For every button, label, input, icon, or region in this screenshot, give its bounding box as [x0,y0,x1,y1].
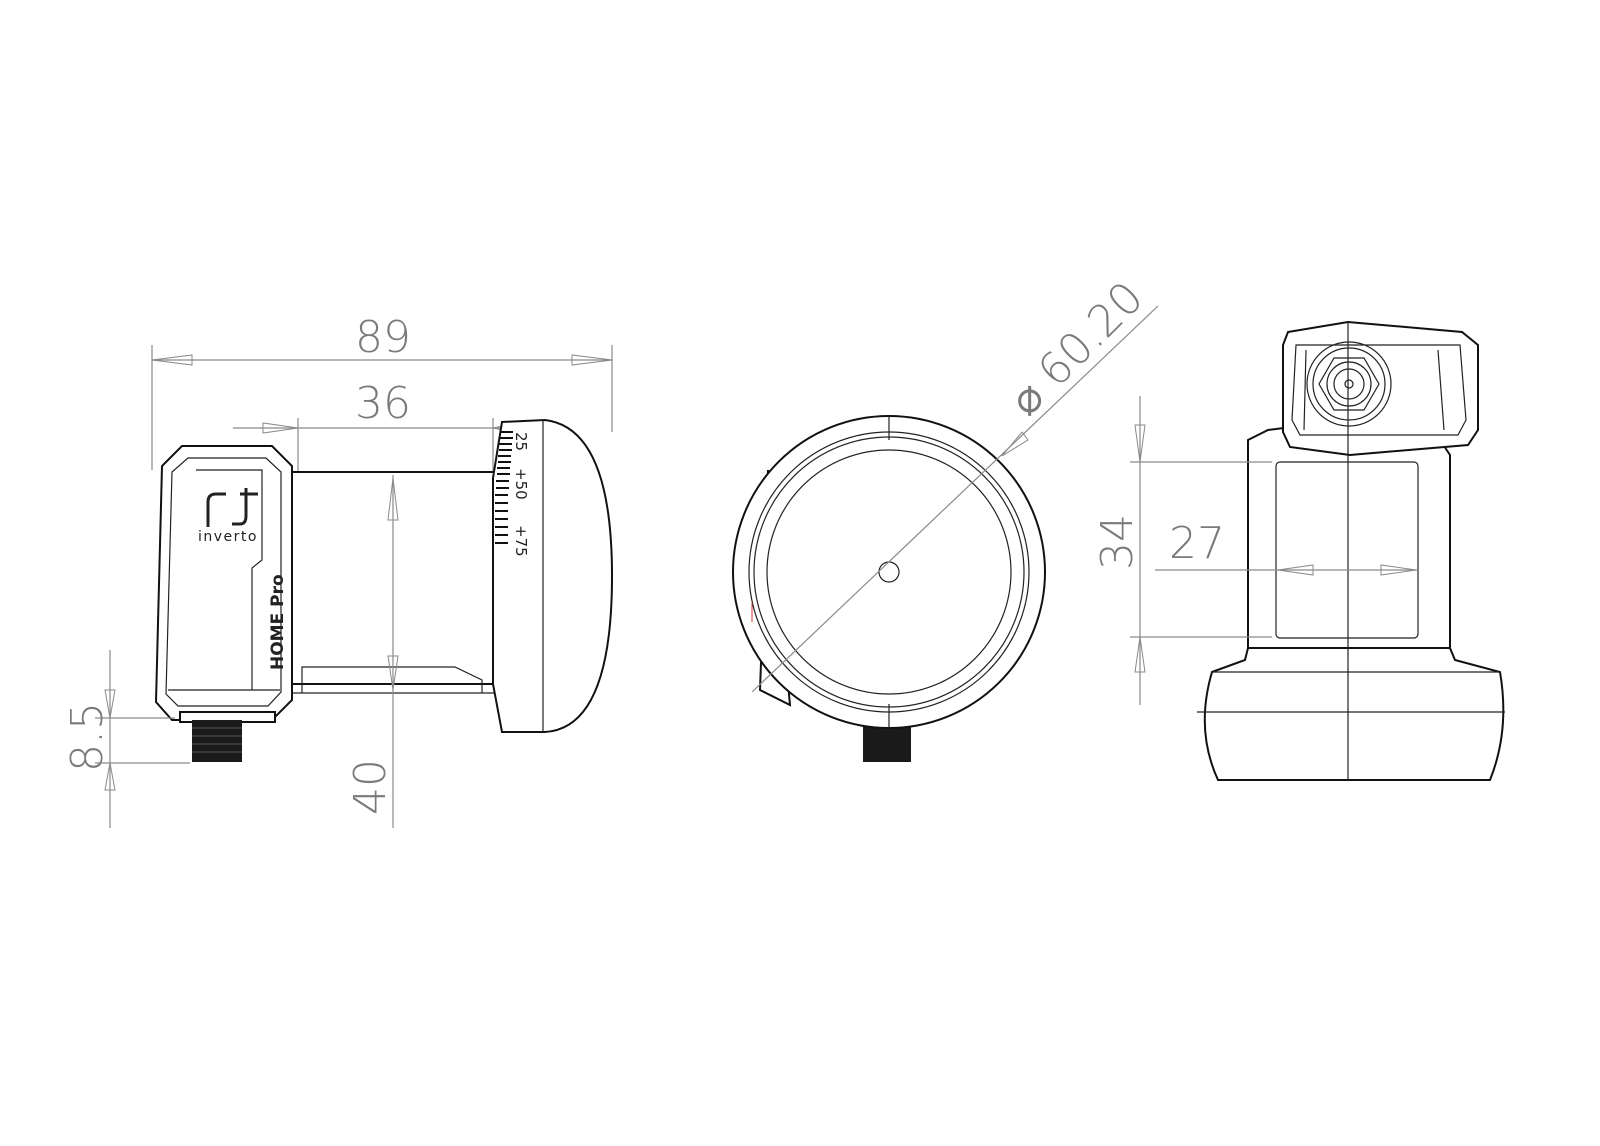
rear-body [1247,424,1451,649]
dimension-8-5: 8.5 [62,650,190,828]
brand-name: inverto [198,529,258,545]
logo-mark-icon [206,488,258,527]
dimension-label-34: 34 [1092,514,1143,570]
dimension-89: 89 [151,312,613,470]
horn-outer-ring [732,415,1046,729]
scale-label-25: 25 [512,432,530,451]
dimension-label-36: 36 [355,378,411,429]
rear-base [1203,647,1505,781]
connector-housing [1282,320,1479,457]
coax-port-icon [1306,341,1392,427]
dimension-label-89: 89 [355,312,411,363]
dimension-label-diameter: ⌀ 60.20 [1000,272,1154,426]
f-connector-front [863,725,911,762]
dimension-label-8-5: 8.5 [62,702,113,772]
dimension-label-40: 40 [345,759,396,815]
lnb-neck [287,471,496,685]
dimension-label-27: 27 [1169,518,1225,569]
inverto-logo: inverto HOME Pro [198,488,288,670]
feed-horn [492,418,614,733]
side-view: 89 36 [62,312,614,828]
model-name: HOME Pro [268,574,288,670]
scale-label-75: +75 [512,525,530,557]
dimension-34: 34 [1092,396,1272,705]
label-window [1275,461,1419,639]
skew-scale: 25 +50 +75 [495,431,530,557]
dimension-27: 27 [1155,518,1418,576]
dimension-40: 40 [345,475,399,828]
f-connector [192,720,242,762]
rear-view: 34 27 [1092,320,1505,781]
scale-label-50: +50 [512,468,530,500]
